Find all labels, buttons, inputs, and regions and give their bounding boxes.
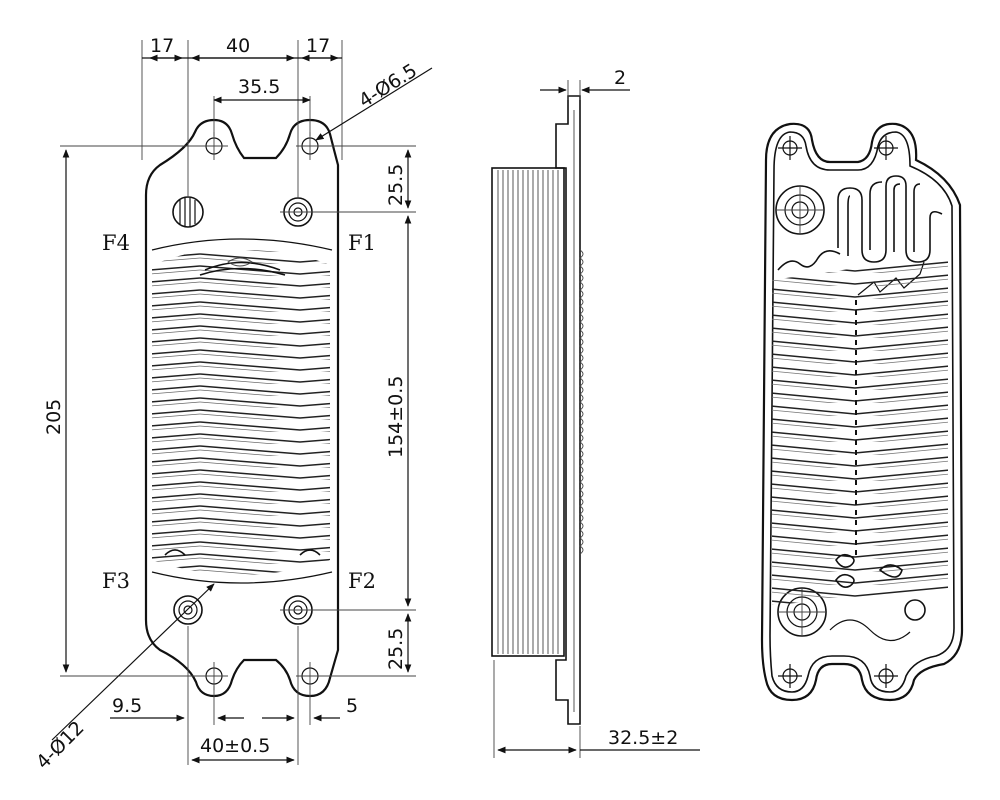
port-f1 (280, 197, 316, 227)
dim-right: 25.5 154±0.5 25.5 (312, 145, 416, 677)
dim-bottom-left: 9.5 (112, 695, 142, 717)
label-f4: F4 (102, 231, 130, 255)
side-end-plate (555, 95, 581, 725)
plate-outer-outline (760, 122, 964, 702)
plate-port-top (775, 185, 825, 235)
front-view: F4 F1 F3 F2 17 40 17 35.5 4-Ø6.5 (32, 35, 433, 774)
label-f1: F1 (348, 231, 376, 255)
dim-hole-small: 4-Ø6.5 (355, 60, 421, 113)
dim-hole-large: 4-Ø12 (32, 583, 215, 774)
svg-text:32.5±2: 32.5±2 (608, 727, 678, 749)
front-plate-outline (144, 118, 340, 698)
dim-plate-thickness: 2 (540, 67, 630, 100)
dim-top-right: 17 (306, 35, 330, 57)
dim-overall-height: 205 (43, 145, 206, 677)
side-plate-stack (491, 167, 565, 657)
front-corrugation (152, 250, 330, 575)
dim-bottom-offset: 25.5 (385, 628, 407, 670)
label-f2: F2 (348, 569, 376, 593)
side-corrugation-edge (579, 249, 584, 555)
svg-text:4-Ø12: 4-Ø12 (32, 717, 89, 774)
svg-text:2: 2 (614, 67, 626, 89)
plate-illustration (760, 122, 964, 702)
dim-top-inner: 35.5 (238, 76, 280, 98)
port-f2 (280, 595, 316, 625)
dim-bottom-right: 5 (346, 695, 358, 717)
dim-depth: 32.5±2 (493, 660, 700, 758)
port-f4 (172, 196, 204, 228)
port-f3 (173, 595, 203, 625)
dim-top-offset: 25.5 (385, 164, 407, 206)
svg-text:205: 205 (43, 399, 65, 435)
dim-port-spacing: 154±0.5 (385, 376, 407, 458)
side-view: 2 32.5±2 (491, 67, 700, 758)
label-f3: F3 (102, 569, 130, 593)
dim-bottom-center: 40±0.5 (200, 735, 270, 757)
dim-top-left: 17 (150, 35, 174, 57)
dim-bottom: 9.5 5 40±0.5 (110, 626, 358, 765)
dim-top-center: 40 (226, 35, 250, 57)
